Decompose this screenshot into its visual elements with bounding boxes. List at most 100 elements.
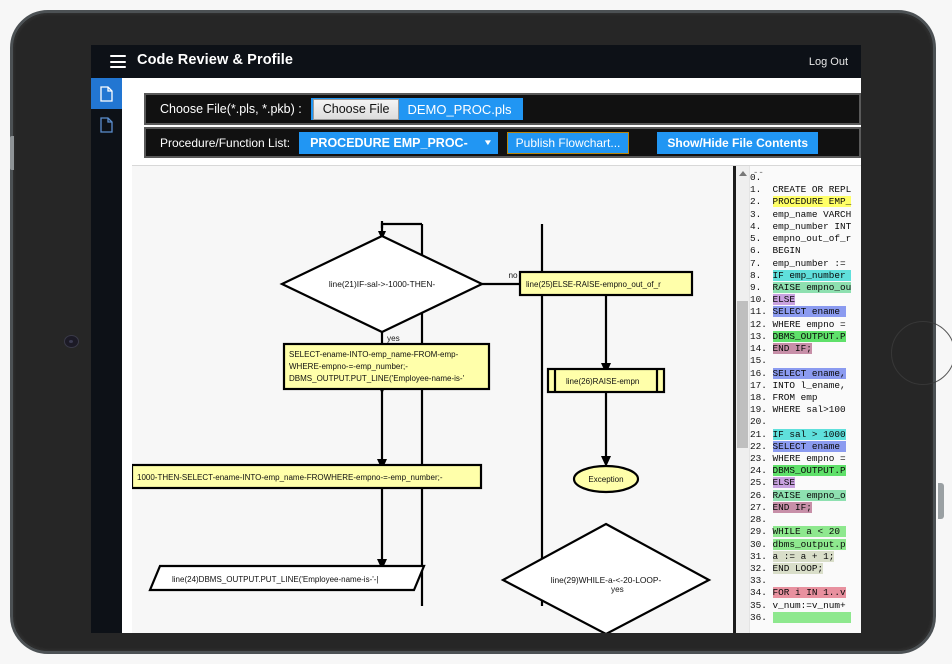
code-line: 11. SELECT ename xyxy=(750,306,861,318)
decision-node-2-label: line(29)WHILE-a-<-20-LOOP- xyxy=(551,575,662,585)
code-line-text: CREATE OR REPL xyxy=(772,184,852,196)
code-line-number: 23. xyxy=(750,453,773,465)
code-line: 31. a := a + 1; xyxy=(750,550,861,563)
logout-button[interactable]: Log Out xyxy=(808,56,848,68)
code-line: 34. FOR i IN 1..v xyxy=(750,587,861,599)
code-line-text: emp_name VARCH xyxy=(772,208,852,220)
chevron-down-icon: ▼ xyxy=(482,138,493,147)
choose-file-button[interactable]: Choose File xyxy=(312,98,400,120)
code-line-text: BEGIN xyxy=(772,245,801,257)
code-line-text: FOR i IN 1..v xyxy=(772,587,846,599)
code-line-number: 1. xyxy=(750,184,773,196)
code-scrollbar[interactable] xyxy=(736,166,750,633)
code-line: 33. xyxy=(750,575,861,587)
main-content: Choose File(*.pls, *.pkb) : Choose File … xyxy=(122,78,861,633)
code-line-text: END IF; xyxy=(772,501,812,513)
front-camera-icon xyxy=(64,335,79,348)
procedure-select-dropdown[interactable]: PROCEDURE EMP_PROC- ▼ xyxy=(299,131,498,154)
app-header-bar: Code Review & Profile Log Out xyxy=(91,45,861,78)
predefined-process-node-1-label: line(26)RAISE-empn xyxy=(566,377,639,386)
code-line-text: IF sal > 1000 xyxy=(772,428,846,440)
code-line-text: SELECT ename, xyxy=(772,367,846,379)
code-line-text: DBMS_OUTPUT.P xyxy=(772,330,846,342)
code-line: 5. empno_out_of_r xyxy=(750,233,861,245)
terminator-node-exception xyxy=(572,464,640,494)
process-node-3-label: line(25)ELSE-RAISE-empno_out_of_r xyxy=(526,280,661,289)
edge-label-yes-2: yes xyxy=(611,585,624,594)
process-node-1-line-2: WHERE-empno-=-emp_number;- xyxy=(289,362,408,371)
code-line-text: ELSE xyxy=(772,294,796,306)
code-line-number: 28. xyxy=(750,514,773,526)
workspace-panes: line(21)IF-sal->-1000-THEN- no yes xyxy=(132,165,861,633)
io-node-1-label: line(24)DBMS_OUTPUT.PUT_LINE('Employee-n… xyxy=(172,575,379,584)
code-line: 9. RAISE empno_ou xyxy=(750,281,861,294)
sidebar-rail xyxy=(91,78,122,633)
code-line-number: 11. xyxy=(750,306,773,318)
code-line: 30. dbms_output.p xyxy=(750,538,861,551)
page-title: Code Review & Profile xyxy=(137,52,293,68)
code-line-number: 30. xyxy=(750,538,773,550)
scroll-up-arrow-icon[interactable] xyxy=(739,171,747,176)
code-line-number: 31. xyxy=(750,550,773,562)
side-button[interactable] xyxy=(938,483,944,519)
scrollbar-thumb[interactable] xyxy=(737,301,748,448)
publish-flowchart-button[interactable]: Publish Flowchart... xyxy=(506,131,630,154)
code-line-number: 35. xyxy=(750,599,773,611)
decision-node-1-label: line(21)IF-sal->-1000-THEN- xyxy=(329,279,436,289)
file-toolbar: Choose File(*.pls, *.pkb) : Choose File … xyxy=(144,93,861,125)
code-line: 4. emp_number INT xyxy=(750,221,861,233)
code-line-number: 22. xyxy=(750,440,773,452)
code-line: 14. END IF; xyxy=(750,343,861,355)
flowchart-canvas[interactable]: line(21)IF-sal->-1000-THEN- no yes xyxy=(132,166,733,633)
code-line-number: 27. xyxy=(750,501,773,513)
code-line: 8. IF emp_number xyxy=(750,269,861,282)
choose-file-label: Choose File(*.pls, *.pkb) : xyxy=(160,102,302,116)
code-line: 7. emp_number := xyxy=(750,258,861,270)
code-line-number: 6. xyxy=(750,245,773,257)
code-line-text: empno_out_of_r xyxy=(772,233,852,245)
sidebar-item-file-2[interactable] xyxy=(91,109,122,140)
code-line-text: WHERE empno = xyxy=(772,453,846,465)
code-line-text: DBMS_OUTPUT.P xyxy=(772,465,846,477)
code-line: 29. WHILE a < 20 xyxy=(750,526,861,538)
procedure-list-label: Procedure/Function List: xyxy=(160,135,291,150)
code-line-number: 19. xyxy=(750,404,773,416)
code-line-number: 24. xyxy=(750,465,773,477)
home-button[interactable] xyxy=(891,321,952,385)
code-line: 24. DBMS_OUTPUT.P xyxy=(750,465,861,477)
sidebar-item-file-1[interactable] xyxy=(91,78,122,109)
code-line: 23. WHERE empno = xyxy=(750,453,861,465)
code-line: 26. RAISE empno_o xyxy=(750,489,861,502)
code-line-text xyxy=(772,611,852,623)
code-line-number: 36. xyxy=(750,611,773,623)
code-line-number: 25. xyxy=(750,477,773,489)
code-line-number: 29. xyxy=(750,526,773,538)
pane-divider[interactable] xyxy=(733,166,736,633)
code-line-text: WHERE empno = xyxy=(772,318,846,330)
show-hide-file-contents-button[interactable]: Show/Hide File Contents xyxy=(657,131,819,154)
process-node-1-line-1: SELECT-ename-INTO-emp_name-FROM-emp- xyxy=(289,350,459,359)
power-button[interactable] xyxy=(10,136,14,170)
code-line-number: 10. xyxy=(750,294,773,306)
process-node-2 xyxy=(132,463,483,490)
code-line-number: 16. xyxy=(750,367,773,379)
code-line: 12. WHERE empno = xyxy=(750,319,861,331)
code-line-text: ELSE xyxy=(772,477,796,489)
code-line-text: SELECT ename xyxy=(772,306,846,318)
code-line: 0. xyxy=(750,172,861,184)
code-line: 22. SELECT ename xyxy=(750,440,861,453)
app-screen: Code Review & Profile Log Out xyxy=(91,45,861,633)
code-line-number: 32. xyxy=(750,563,773,574)
code-line: 6. BEGIN xyxy=(750,245,861,257)
file-input[interactable]: Choose File DEMO_PROC.pls xyxy=(310,98,524,120)
decision-node-2 xyxy=(500,522,712,633)
code-line: 18. FROM emp xyxy=(750,392,861,404)
hamburger-menu-icon[interactable] xyxy=(110,55,126,68)
code-line-text: RAISE empno_ou xyxy=(772,281,852,293)
code-line: 13. DBMS_OUTPUT.P xyxy=(750,330,861,343)
code-line-text: dbms_output.p xyxy=(772,538,846,550)
terminator-node-exception-label: Exception xyxy=(588,475,623,484)
code-line-text: emp_number := xyxy=(772,257,846,269)
